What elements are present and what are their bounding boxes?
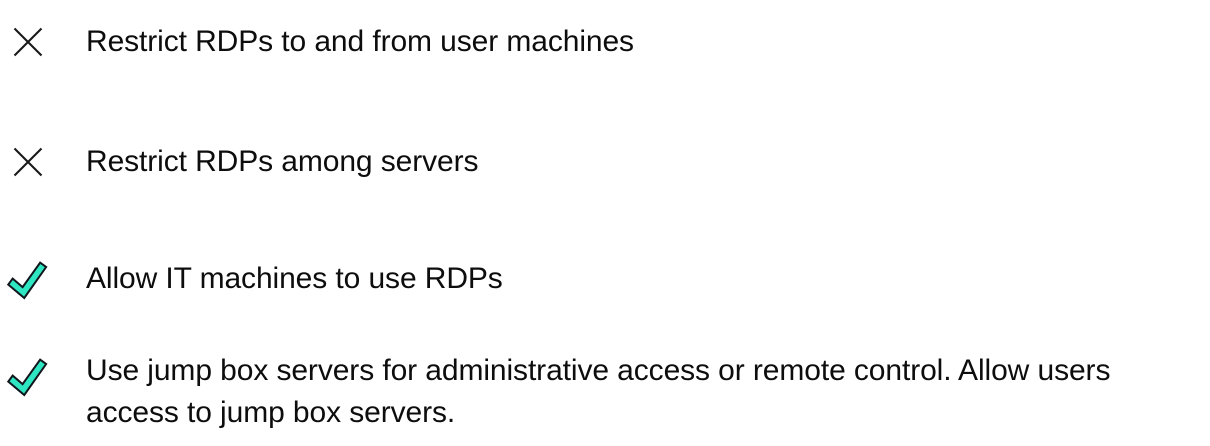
list-item-label: Allow IT machines to use RDPs <box>86 262 503 295</box>
list-item: Restrict RDPs to and from user machines <box>0 21 1210 63</box>
list-item-label: Restrict RDPs to and from user machines <box>86 25 634 58</box>
list-item-label: Restrict RDPs among servers <box>86 145 479 178</box>
check-icon <box>0 258 56 303</box>
list-item: Restrict RDPs among servers <box>0 141 1210 183</box>
list-item: Allow IT machines to use RDPs <box>0 258 1210 303</box>
check-icon <box>0 350 56 400</box>
cross-icon <box>0 21 56 58</box>
list-item: Use jump box servers for administrative … <box>0 350 1210 434</box>
list-item-label: Use jump box servers for administrative … <box>86 354 1119 429</box>
cross-icon <box>0 141 56 178</box>
